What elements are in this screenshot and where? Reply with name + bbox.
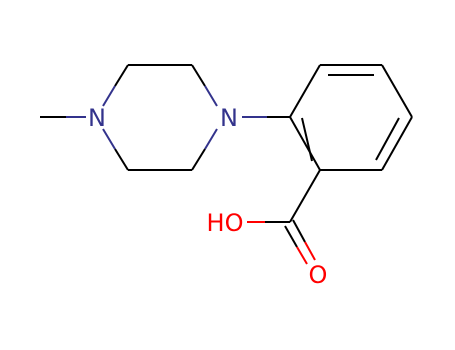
benzene-bond-c4-c5 — [381, 116, 413, 171]
ring-bond-n4-c5-n-half — [204, 128, 218, 150]
c-o-double-bond-b — [284, 225, 298, 248]
benzene-bond-c6-c1 — [289, 116, 321, 171]
benzene-bond-c1-c2 — [289, 64, 321, 118]
c-o-double-bond-a-o-half — [304, 241, 316, 261]
c-o-double-bond-b-o-half — [296, 246, 308, 265]
nitrogen-methyl-label: N — [88, 104, 106, 132]
benzene-bond-c6-c1-inner — [301, 117, 313, 162]
ring-bond-n1-c2 — [114, 64, 129, 87]
ring-bond-c6-n1-n-half — [102, 128, 116, 150]
benzene-bond-c4-c5-inner — [375, 117, 400, 161]
benzene-bond-c3-c4 — [381, 64, 413, 118]
nitrogen-aryl-label: N — [220, 104, 238, 132]
ring-bond-c3-n4-n-half — [204, 85, 218, 107]
c-o-double-bond-a — [292, 219, 306, 243]
ring-bond-c6-n1 — [114, 148, 129, 171]
ring-bond-n1-c2-n-half — [102, 85, 116, 107]
carbonyl-oxygen-label: O — [309, 261, 328, 289]
carboxyl-bond-ring — [289, 169, 321, 223]
hydroxyl-label: HO — [207, 209, 244, 237]
ring-bond-c3-n4 — [191, 64, 206, 87]
ring-bond-n4-c5 — [191, 148, 206, 171]
